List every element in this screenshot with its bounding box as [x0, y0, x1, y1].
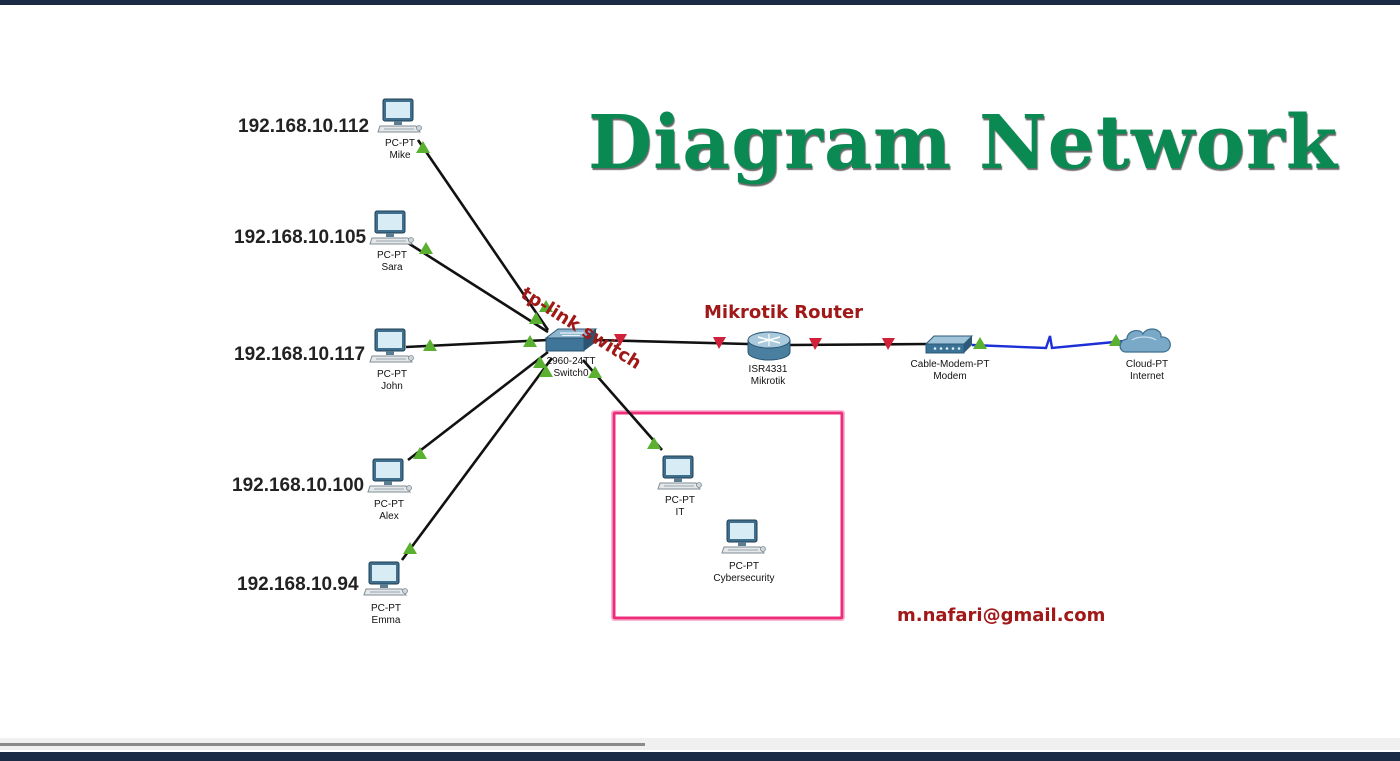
device-name: Sara — [381, 262, 403, 273]
link-emma-switch[interactable] — [400, 357, 554, 561]
device-type: PC-PT — [377, 250, 407, 261]
link-status-down — [614, 334, 627, 346]
link-status-up — [588, 366, 602, 378]
device-type: 2960-24TT — [546, 356, 596, 367]
ip-label-emma: 192.168.10.94 — [237, 574, 359, 595]
switch-icon[interactable] — [544, 328, 598, 352]
modem-icon[interactable] — [924, 335, 974, 354]
cloud-icon[interactable] — [1119, 328, 1171, 353]
link-status-up — [973, 337, 987, 349]
pc-sara-icon[interactable] — [369, 210, 414, 245]
device-type: Cloud-PT — [1125, 359, 1169, 370]
ip-label-john: 192.168.10.117 — [234, 344, 366, 365]
link-status-up — [423, 339, 437, 351]
pc-emma-icon[interactable] — [363, 561, 408, 596]
device-type: Cable-Modem-PT — [910, 359, 990, 370]
link-status-up — [523, 335, 537, 347]
device-type: PC-PT — [665, 495, 695, 506]
author-email: m.nafari@gmail.com — [897, 605, 1106, 626]
horizontal-scrollbar[interactable] — [0, 738, 1400, 750]
device-type: PC-PT — [374, 499, 404, 510]
device-type: PC-PT — [385, 138, 415, 149]
highlight-box — [612, 411, 844, 620]
link-status-up — [413, 447, 427, 459]
link-status-up — [539, 300, 553, 312]
device-name: John — [381, 381, 403, 392]
link-modem-cloud[interactable] — [971, 335, 1126, 350]
ip-label-alex: 192.168.10.100 — [232, 475, 365, 496]
device-name: Alex — [379, 511, 399, 522]
ip-label-mike: 192.168.10.112 — [238, 116, 370, 137]
link-status-up — [529, 312, 543, 324]
link-status-down — [713, 337, 726, 349]
device-name: Modem — [933, 371, 967, 382]
pc-alex-icon[interactable] — [367, 458, 412, 493]
device-name: Internet — [1130, 371, 1164, 382]
link-router-modem[interactable] — [789, 342, 929, 347]
device-name: Switch0 — [553, 368, 589, 379]
bottom-window-border — [0, 752, 1400, 761]
link-status-up — [533, 356, 547, 368]
link-status-up — [419, 242, 433, 254]
device-name: Mike — [389, 150, 411, 161]
link-status-down — [882, 338, 895, 350]
router-icon[interactable] — [747, 331, 791, 361]
top-window-border — [0, 0, 1400, 5]
link-status-up — [1109, 334, 1123, 346]
pc-mike-icon[interactable] — [377, 98, 422, 133]
link-status-up — [403, 542, 417, 554]
link-sara-switch[interactable] — [407, 241, 549, 334]
device-name: IT — [675, 507, 685, 518]
device-type: PC-PT — [728, 561, 759, 572]
link-alex-switch[interactable] — [407, 350, 549, 462]
pc-cybersecurity-icon[interactable] — [721, 519, 766, 554]
device-name: Emma — [371, 615, 401, 626]
link-status-down — [809, 338, 822, 350]
pc-john-icon[interactable] — [369, 328, 414, 363]
link-status-up — [416, 141, 430, 153]
link-status-up — [647, 437, 661, 449]
highlight-box-glow — [611, 410, 845, 621]
device-name: Cybersecurity — [713, 573, 775, 584]
link-mike-switch[interactable] — [416, 139, 550, 331]
horizontal-scrollbar-thumb[interactable] — [0, 743, 645, 746]
pc-it-icon[interactable] — [657, 455, 702, 490]
device-type: PC-PT — [371, 603, 401, 614]
link-status-up — [539, 365, 553, 377]
device-type: ISR4331 — [748, 364, 788, 375]
device-name: Mikrotik — [750, 376, 786, 387]
device-type: PC-PT — [377, 369, 407, 380]
diagram-title: Diagram Network — [588, 100, 1339, 186]
router-annotation: Mikrotik Router — [704, 302, 864, 323]
ip-label-sara: 192.168.10.105 — [234, 227, 367, 248]
